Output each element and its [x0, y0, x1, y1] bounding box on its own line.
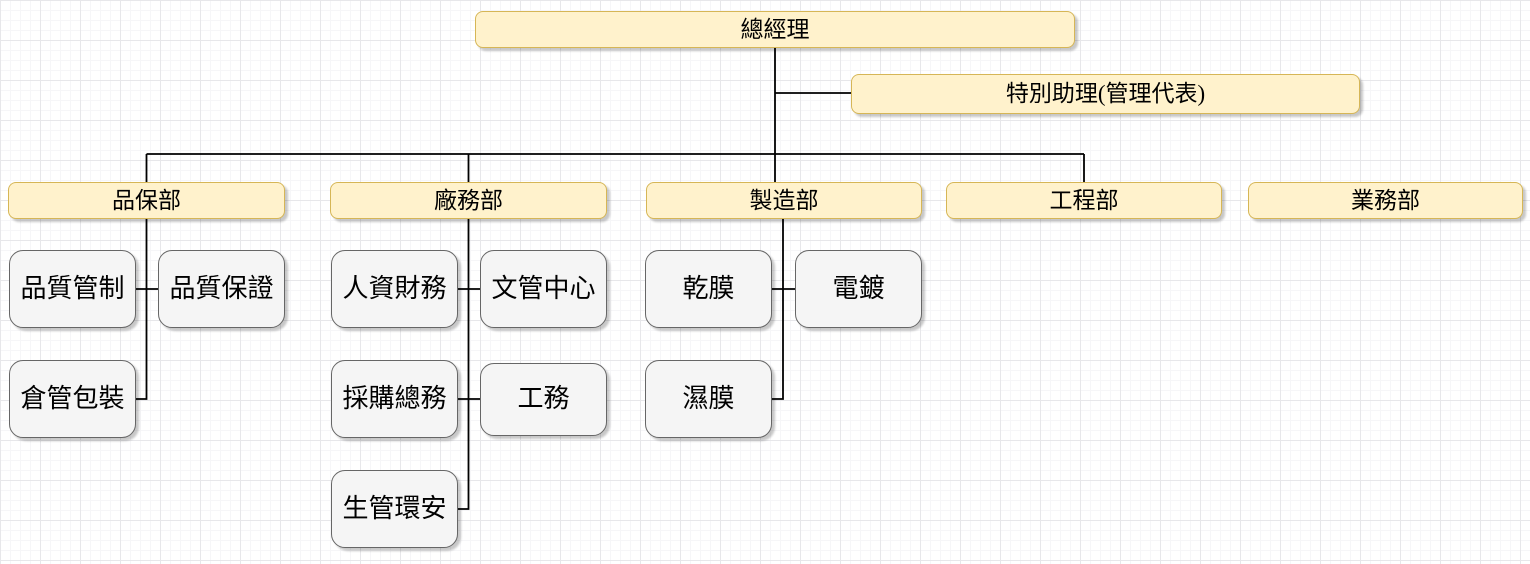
- org-node-label: 品質保證: [169, 273, 274, 303]
- org-node-label: 濕膜: [682, 383, 735, 413]
- org-node-label: 文管中心: [491, 273, 596, 303]
- org-node-wet-film[interactable]: 濕膜: [645, 360, 772, 438]
- org-node-label: 工務: [517, 384, 570, 414]
- org-node-dry-film[interactable]: 乾膜: [645, 250, 772, 328]
- edge-quality-trunk: [136, 219, 148, 400]
- edge-mfg-trunk: [772, 219, 784, 400]
- org-node-dept-quality[interactable]: 品保部: [8, 182, 285, 219]
- org-node-special-assistant[interactable]: 特別助理(管理代表): [851, 74, 1360, 114]
- org-node-label: 總經理: [740, 16, 810, 42]
- org-node-quality-assurance[interactable]: 品質保證: [158, 250, 285, 328]
- org-node-label: 特別助理(管理代表): [1005, 81, 1206, 107]
- org-node-dept-sales[interactable]: 業務部: [1248, 182, 1523, 219]
- org-node-label: 業務部: [1351, 187, 1420, 213]
- org-node-dept-factory[interactable]: 廠務部: [330, 182, 607, 219]
- edge-factory-trunk: [458, 219, 470, 510]
- org-node-label: 生管環安: [342, 493, 447, 523]
- org-node-purchasing-affairs[interactable]: 採購總務: [331, 360, 458, 438]
- org-node-label: 品質管制: [20, 273, 125, 303]
- org-node-warehouse-packing[interactable]: 倉管包裝: [9, 360, 136, 438]
- org-node-label: 製造部: [749, 187, 819, 213]
- org-node-label: 工程部: [1049, 187, 1119, 213]
- org-node-dept-engineering[interactable]: 工程部: [946, 182, 1222, 219]
- org-node-dept-manufacturing[interactable]: 製造部: [646, 182, 922, 219]
- org-node-label: 倉管包裝: [20, 383, 125, 413]
- org-node-label: 採購總務: [342, 383, 447, 413]
- org-node-quality-control[interactable]: 品質管制: [9, 250, 136, 328]
- org-node-label: 人資財務: [342, 273, 447, 303]
- org-node-general-manager[interactable]: 總經理: [475, 11, 1075, 48]
- org-node-doc-control-center[interactable]: 文管中心: [480, 250, 607, 328]
- org-node-label: 乾膜: [682, 273, 735, 303]
- org-node-electroplating[interactable]: 電鍍: [795, 250, 922, 328]
- org-node-label: 電鍍: [832, 273, 885, 303]
- org-node-hr-finance[interactable]: 人資財務: [331, 250, 458, 328]
- org-node-works[interactable]: 工務: [480, 363, 607, 436]
- org-node-prod-mgmt-safety[interactable]: 生管環安: [331, 470, 458, 548]
- org-node-label: 廠務部: [434, 187, 503, 213]
- org-node-label: 品保部: [112, 187, 181, 213]
